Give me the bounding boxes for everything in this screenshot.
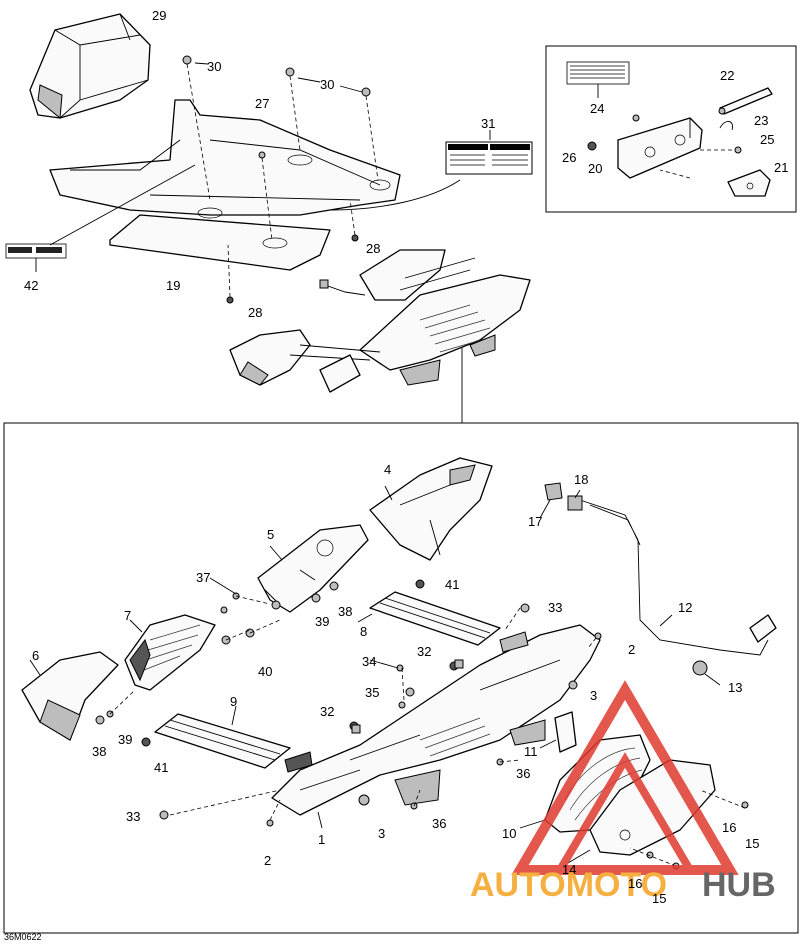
part-9-rail: [154, 713, 291, 769]
pin-30-d: [258, 151, 273, 241]
label-3: 3: [378, 826, 385, 841]
label-40: 40: [258, 664, 272, 679]
label-3: 3: [590, 688, 597, 703]
part-8-rail: [369, 591, 501, 646]
label-10: 10: [502, 826, 516, 841]
leader-31: [329, 130, 491, 211]
label-22: 22: [720, 68, 734, 83]
pin-30-a: [182, 55, 211, 201]
inset-frame: [545, 45, 797, 213]
label-16: 16: [628, 876, 642, 891]
label-23: 23: [754, 113, 768, 128]
label-17: 17: [528, 514, 542, 529]
label-27: 27: [255, 96, 269, 111]
label-34: 34: [362, 654, 376, 669]
label-30: 30: [320, 77, 334, 92]
label-25: 25: [760, 132, 774, 147]
screw-28-a: [349, 199, 359, 242]
label-6: 6: [32, 648, 39, 663]
label-11: 11: [524, 744, 538, 759]
label-42: 42: [24, 278, 38, 293]
label-1: 1: [318, 832, 325, 847]
label-28: 28: [366, 241, 380, 256]
watermark-text-2: HUB: [702, 866, 776, 904]
label-31: 31: [481, 116, 495, 131]
label-9: 9: [230, 694, 237, 709]
label-26: 26: [562, 150, 576, 165]
watermark-text-1: AUTOMOTO: [470, 866, 667, 904]
part-25-screw: [700, 146, 742, 154]
part-24-decal: [566, 61, 630, 85]
part-22-pin: [718, 87, 773, 115]
label-28: 28: [248, 305, 262, 320]
part-31-decal: [445, 141, 533, 175]
part-7: [124, 614, 216, 691]
label-38: 38: [92, 744, 106, 759]
label-35: 35: [365, 685, 379, 700]
label-30: 30: [207, 59, 221, 74]
part-29-cover: [29, 13, 151, 119]
assembly-top: [229, 249, 531, 393]
label-38: 38: [338, 604, 352, 619]
label-39: 39: [315, 614, 329, 629]
label-32: 32: [320, 704, 334, 719]
label-37: 37: [196, 570, 210, 585]
part-23-clip: [719, 121, 733, 131]
part-27-panel: [49, 99, 401, 219]
part-12-harness: [544, 482, 777, 676]
part-11: [554, 711, 577, 753]
label-14: 14: [562, 862, 576, 877]
label-16: 16: [722, 820, 736, 835]
label-36: 36: [516, 766, 530, 781]
leaders-bottom: [29, 485, 746, 867]
screw-28-b: [226, 244, 234, 304]
pin-30-c: [361, 87, 379, 181]
label-15: 15: [652, 891, 666, 906]
label-19: 19: [166, 278, 180, 293]
pin-30-b: [285, 67, 301, 151]
part-42-decal: [5, 243, 67, 259]
label-36: 36: [432, 816, 446, 831]
label-24: 24: [590, 101, 604, 116]
label-7: 7: [124, 608, 131, 623]
label-2: 2: [628, 642, 635, 657]
part-26-washer: [587, 141, 597, 151]
label-8: 8: [360, 624, 367, 639]
label-13: 13: [728, 680, 742, 695]
detail-frame: [3, 422, 799, 934]
callout-labels: 29 30 30 27 31 26 24 22 23 25 20 21 42 1…: [4, 8, 788, 942]
label-12: 12: [678, 600, 692, 615]
label-32: 32: [417, 644, 431, 659]
label-18: 18: [574, 472, 588, 487]
label-4: 4: [384, 462, 391, 477]
diagram-code: 36M0622: [4, 932, 42, 942]
label-39: 39: [118, 732, 132, 747]
part-1-hull: [271, 624, 601, 816]
label-33: 33: [126, 809, 140, 824]
part-19-mat: [109, 214, 331, 271]
label-41: 41: [154, 760, 168, 775]
label-41: 41: [445, 577, 459, 592]
label-33: 33: [548, 600, 562, 615]
label-2: 2: [264, 853, 271, 868]
label-15: 15: [745, 836, 759, 851]
leader-42b: [49, 164, 196, 246]
part-4: [369, 457, 493, 561]
part-6: [21, 651, 119, 741]
watermark-logo: [511, 680, 739, 875]
label-5: 5: [267, 527, 274, 542]
label-29: 29: [152, 8, 166, 23]
part-20-bracket: [617, 117, 703, 179]
label-21: 21: [774, 160, 788, 175]
part-21-latch: [727, 169, 771, 197]
label-20: 20: [588, 161, 602, 176]
part-18-connector: [567, 495, 583, 511]
